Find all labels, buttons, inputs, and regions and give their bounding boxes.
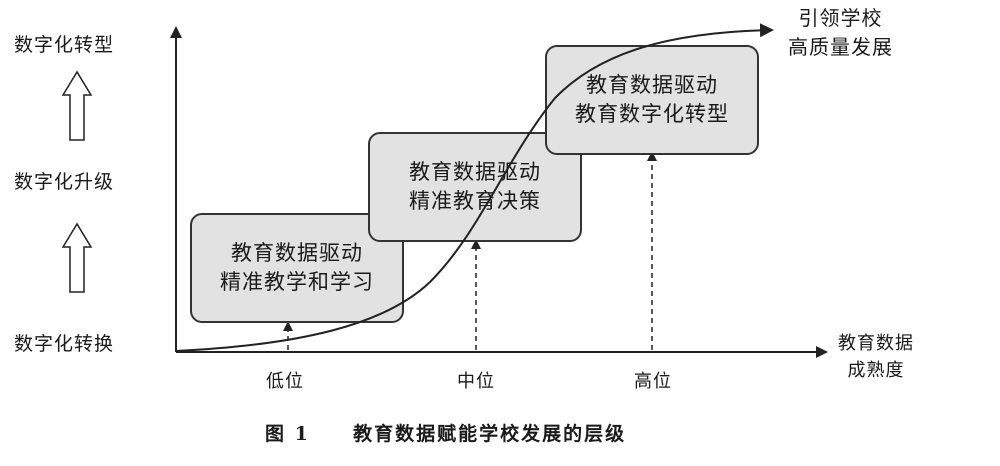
- up-arrow-icon: [61, 222, 93, 293]
- top-right-line: 引领学校: [798, 6, 883, 30]
- figure-number: 图 1: [265, 423, 310, 445]
- stage-line: 教育数字化转型: [575, 102, 729, 126]
- stage-line: 教育数据驱动: [586, 73, 718, 97]
- growth-curve: [175, 23, 774, 352]
- y-level-label-bottom: 数字化转换: [14, 333, 115, 355]
- y-level-label-middle: 数字化升级: [14, 171, 115, 193]
- x-axis-title-line: 教育数据: [838, 333, 914, 354]
- x-axis-title: 教育数据 成熟度: [838, 330, 914, 384]
- y-level-label-top: 数字化转型: [14, 34, 115, 56]
- stage-line: 精准教育决策: [409, 189, 541, 213]
- top-right-line: 高质量发展: [788, 35, 893, 59]
- stage-line: 精准教学和学习: [220, 270, 374, 294]
- stage-line: 教育数据驱动: [409, 160, 541, 184]
- up-arrow-icon: [61, 70, 93, 141]
- figure-title: 教育数据赋能学校发展的层级: [353, 423, 627, 445]
- stage-box-3: 教育数据驱动 教育数字化转型: [545, 45, 759, 155]
- x-axis-title-line: 成熟度: [847, 360, 905, 381]
- top-right-label: 引领学校 高质量发展: [788, 4, 893, 62]
- stage-line: 教育数据驱动: [231, 241, 363, 265]
- stage-box-1: 教育数据驱动 精准教学和学习: [190, 213, 404, 323]
- x-tick-low: 低位: [266, 371, 304, 392]
- x-tick-mid: 中位: [457, 371, 495, 392]
- x-tick-high: 高位: [634, 371, 672, 392]
- figure-caption: 图 1 教育数据赋能学校发展的层级: [265, 419, 626, 446]
